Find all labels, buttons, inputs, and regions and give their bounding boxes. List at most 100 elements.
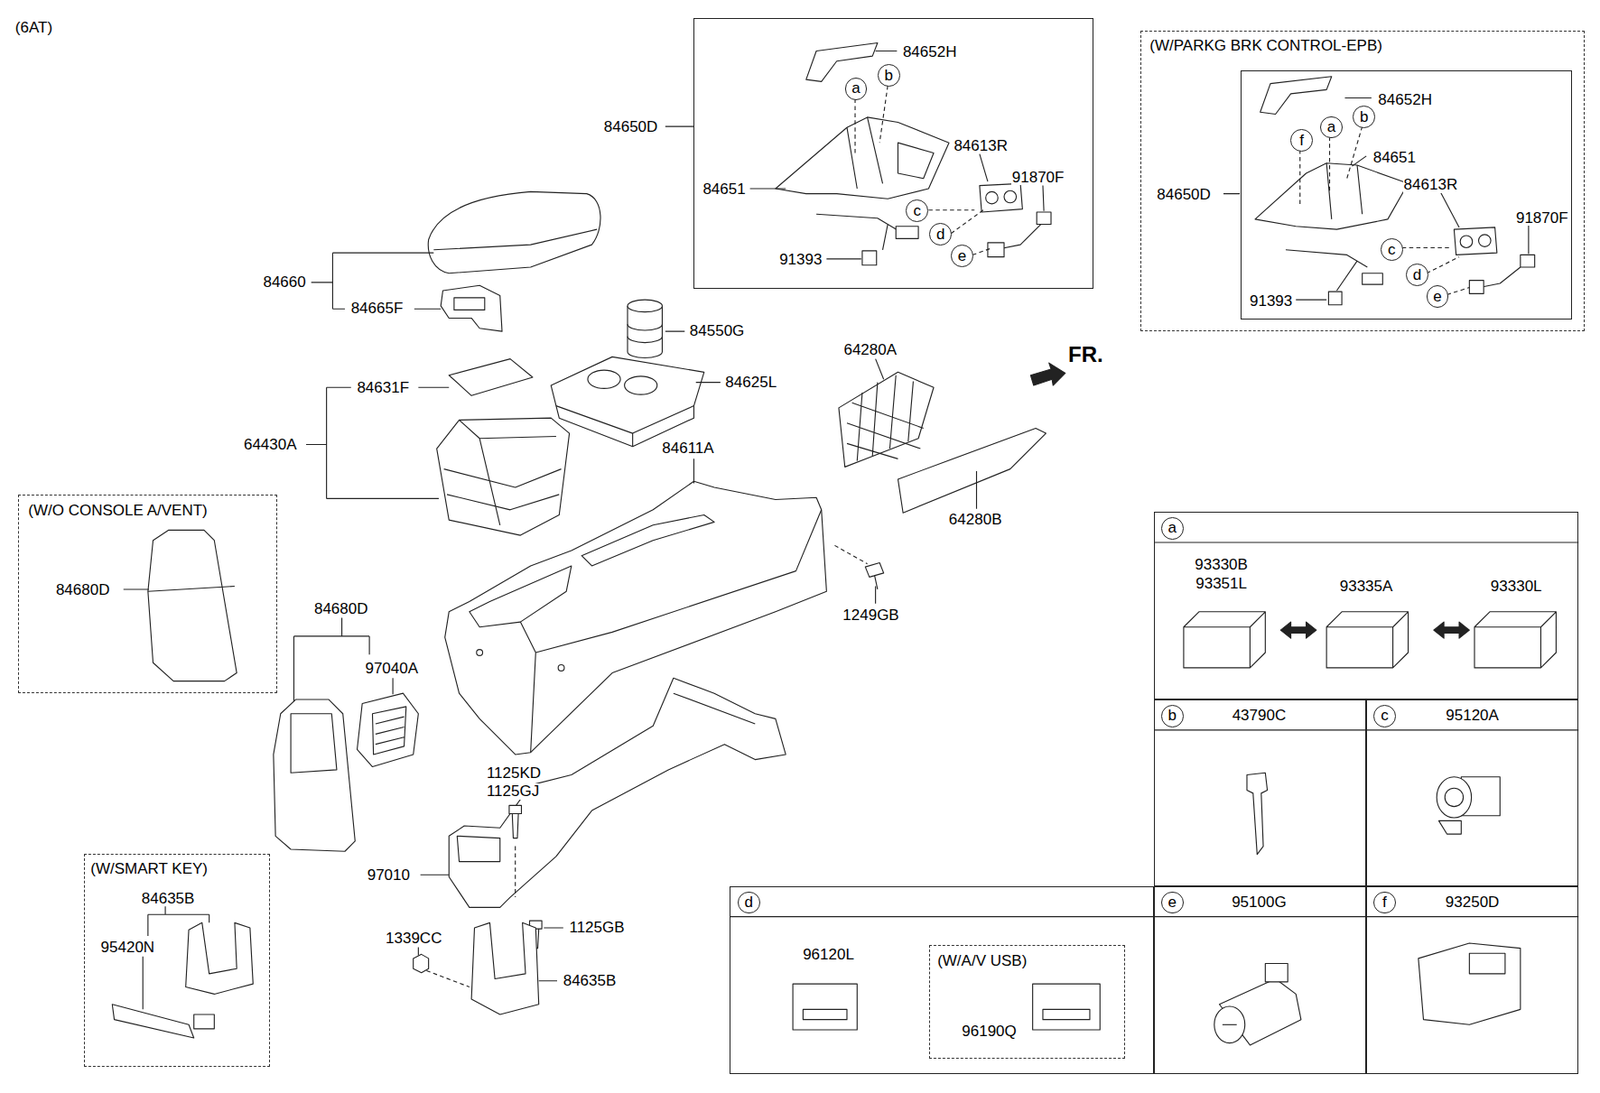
part-outline [895, 226, 919, 240]
part-outline [1183, 612, 1266, 669]
part-number: 95420N [100, 939, 157, 957]
part-number: (W/SMART KEY) [89, 861, 209, 878]
callout-circle: b [877, 64, 901, 87]
part-number: 84550G [688, 323, 746, 340]
part-outline [806, 42, 878, 82]
part-number: 43790C [1231, 707, 1288, 725]
part-outline [293, 618, 393, 703]
leader-lines [123, 50, 1580, 1010]
part-outline [444, 419, 562, 525]
part-outline [1265, 964, 1288, 983]
part-number: 84625L [724, 374, 778, 391]
callout-circle: f [1373, 892, 1396, 915]
part-outline [1460, 235, 1473, 249]
part-number: 64280B [948, 511, 1004, 529]
part-outline [862, 251, 877, 266]
part-outline [979, 183, 1023, 213]
part-drawings [111, 42, 1556, 1045]
part-outline [1433, 622, 1470, 639]
part-outline [448, 359, 533, 397]
part-number: 91870F [1011, 169, 1066, 187]
part-outline [448, 678, 786, 908]
part-number: 95120A [1444, 707, 1500, 725]
part-number: 64430A [242, 437, 298, 454]
part-outline [148, 530, 237, 681]
part-outline [802, 1009, 847, 1020]
part-number: 97040A [363, 660, 419, 678]
part-outline [987, 242, 1005, 258]
part-outline [1300, 126, 1470, 295]
part-number: 1339CC [384, 930, 443, 948]
part-outline [194, 1014, 215, 1030]
part-number: 84651 [1372, 149, 1417, 167]
part-outline [1285, 250, 1521, 291]
part-number: 93335A [1339, 578, 1395, 596]
part-outline [1453, 227, 1497, 256]
part-number: 91870F [1515, 210, 1570, 227]
part-outline [1260, 76, 1332, 115]
part-number: 84652H [902, 44, 959, 61]
part-outline [426, 970, 469, 987]
part-outline [1328, 291, 1342, 306]
callout-letter: f [1382, 894, 1387, 912]
group-box: 96120L d (W/A/V USB)96190Q [729, 886, 1154, 1075]
variant-box: (W/A/V USB)96190Q [929, 945, 1126, 1059]
part-outline [1469, 953, 1506, 975]
part-number: 96120L [801, 947, 856, 964]
part-number: 84652H [1376, 92, 1433, 109]
part-outline [846, 117, 934, 189]
part-outline [1479, 234, 1492, 248]
callout-circle: e [1426, 285, 1450, 308]
group-box: 43790Cb [1153, 699, 1367, 887]
part-outline [1030, 362, 1065, 386]
part-outline [509, 805, 522, 838]
callout-circle: d [929, 223, 952, 246]
part-number: 84635B [140, 891, 196, 908]
part-outline [816, 213, 1042, 251]
callout-circle: d [737, 892, 761, 915]
part-outline [1474, 612, 1556, 669]
callout-letter: c [913, 203, 922, 220]
part-number: 96190Q [960, 1023, 1018, 1041]
part-outline [372, 706, 406, 755]
part-number: 1125GB [567, 920, 625, 937]
callout-circle: f [1290, 129, 1313, 152]
part-number: 84651 [701, 181, 746, 198]
part-outline [865, 563, 884, 590]
part-number: 1125KD [485, 765, 542, 782]
part-outline [1004, 190, 1017, 204]
callout-circle: d [1405, 263, 1429, 287]
callout-circle: c [1380, 238, 1404, 261]
callout-letter: c [1380, 707, 1389, 725]
callout-letter: e [958, 248, 967, 265]
part-outline [1036, 212, 1052, 225]
part-number: 93330B [1193, 557, 1249, 574]
part-outline [1362, 273, 1384, 285]
part-outline [306, 387, 439, 499]
part-outline [1222, 1024, 1238, 1026]
group-box: 93250Df [1366, 886, 1579, 1075]
part-outline [357, 693, 419, 767]
part-number: 64280A [842, 342, 898, 359]
part-outline [1438, 820, 1461, 835]
part-outline [454, 297, 485, 311]
part-outline [1214, 1006, 1246, 1044]
part-outline [476, 650, 484, 657]
part-outline [1418, 943, 1521, 1025]
part-number: FR. [1067, 343, 1105, 366]
part-outline [624, 376, 658, 395]
part-outline [855, 85, 990, 256]
callout-letter: a [851, 80, 860, 97]
callout-circle: c [905, 199, 929, 223]
part-number: 84660 [261, 274, 307, 291]
variant-box: (W/SMART KEY) 84635B 95420N [83, 854, 271, 1068]
part-outline [1042, 1009, 1090, 1020]
callout-circle: b [1352, 105, 1376, 129]
part-outline [693, 359, 977, 605]
part-number: 84611A [660, 440, 715, 457]
callout-letter: b [1359, 109, 1368, 126]
part-outline [427, 191, 601, 273]
part-outline [1520, 254, 1535, 268]
